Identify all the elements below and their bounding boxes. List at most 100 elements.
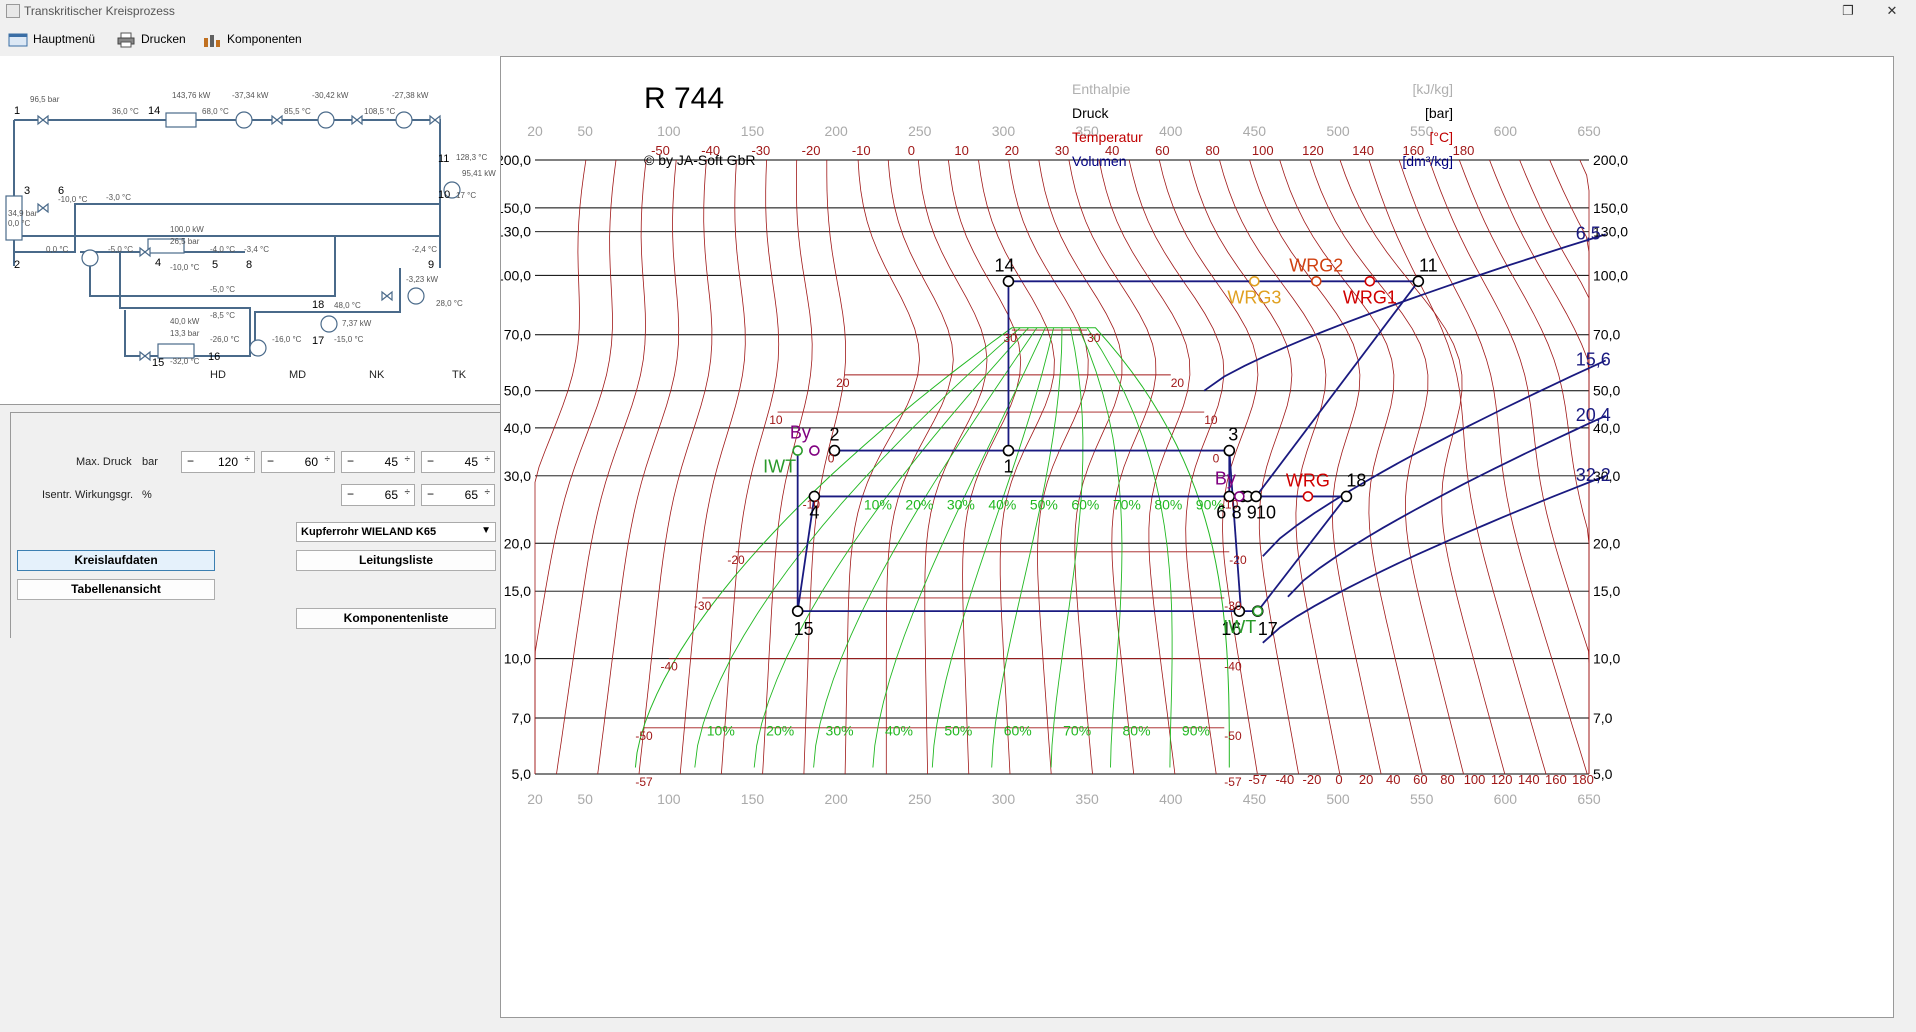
quality-line bbox=[694, 327, 1021, 768]
enthalpy-tick-top: 300 bbox=[992, 123, 1016, 139]
isotherm-label-top: 160 bbox=[1402, 143, 1424, 158]
isotherm-label-inner-right: -40 bbox=[1224, 660, 1242, 674]
node-8: 8 bbox=[246, 259, 252, 271]
isotherm-label-inner-left: 20 bbox=[836, 376, 850, 390]
state-point-3[interactable] bbox=[1223, 444, 1236, 457]
legend-volume: Volumen bbox=[1072, 153, 1126, 169]
label-t18b: 48,0 °C bbox=[334, 301, 361, 310]
state-point-15[interactable] bbox=[791, 605, 804, 617]
isotherm-line bbox=[844, 159, 920, 775]
tk-efficiency-stepper[interactable]: −65÷ bbox=[421, 484, 495, 506]
legend-volume-unit: [dm³/kg] bbox=[1402, 153, 1453, 169]
state-point-16[interactable] bbox=[1233, 605, 1246, 617]
main-menu-button[interactable]: Hauptmenü bbox=[8, 28, 95, 50]
enthalpy-tick-bottom: 300 bbox=[992, 791, 1016, 807]
special-label-wrg1: WRG1 bbox=[1343, 287, 1397, 307]
nk-efficiency-stepper[interactable]: −65÷ bbox=[341, 484, 415, 506]
isotherm-label-top: 10 bbox=[954, 143, 968, 158]
pressure-tick-left: 40,0 bbox=[504, 420, 531, 436]
state-label-11: 11 bbox=[1419, 255, 1438, 275]
quality-label-mid: 70% bbox=[1113, 496, 1141, 512]
state-point-14[interactable] bbox=[1002, 275, 1015, 288]
isotherm-label-bottom: 160 bbox=[1545, 772, 1567, 787]
state-label-17: 17 bbox=[1258, 619, 1278, 639]
special-point-wrg3[interactable] bbox=[1249, 276, 1260, 287]
print-button[interactable]: Drucken bbox=[116, 28, 186, 50]
isotherm-label-bottom: -20 bbox=[1303, 772, 1322, 787]
state-point-11[interactable] bbox=[1412, 275, 1425, 288]
state-point-10[interactable] bbox=[1250, 490, 1262, 503]
md-pressure-stepper[interactable]: −60÷ bbox=[261, 451, 335, 473]
isotherm-line bbox=[978, 159, 1055, 775]
enthalpy-tick-bottom: 350 bbox=[1075, 791, 1099, 807]
components-button[interactable]: Komponenten bbox=[202, 28, 302, 50]
component-list-button[interactable]: Komponentenliste bbox=[296, 608, 496, 629]
pressure-tick-left: 200,0 bbox=[501, 152, 531, 168]
tk-pressure-stepper[interactable]: −45÷ bbox=[421, 451, 495, 473]
enthalpy-tick-bottom: 550 bbox=[1410, 791, 1434, 807]
node-4: 4 bbox=[155, 257, 161, 269]
isotherm-line bbox=[1249, 159, 1382, 775]
pipe-material-select[interactable]: Kupferrohr WIELAND K65▼ bbox=[296, 522, 496, 542]
isotherm-label-top: -20 bbox=[802, 143, 821, 158]
col-tk: TK bbox=[452, 369, 467, 381]
state-point-18[interactable] bbox=[1340, 490, 1353, 503]
state-point-4[interactable] bbox=[808, 490, 821, 503]
isotherm-label-top: -40 bbox=[701, 143, 720, 158]
hd-pressure-stepper[interactable]: −120÷ bbox=[181, 451, 255, 473]
pipe-list-button[interactable]: Leitungsliste bbox=[296, 550, 496, 571]
label-p3: 34,9 bar bbox=[8, 209, 38, 218]
special-label-iwt: IWT bbox=[1223, 617, 1256, 637]
menu-bar: Hauptmenü Drucken Komponenten bbox=[0, 22, 1916, 54]
cycle-line bbox=[1257, 495, 1348, 612]
special-point-wrg1[interactable] bbox=[1364, 276, 1376, 287]
quality-label-mid: 30% bbox=[947, 496, 975, 512]
isotherm-label-inner-right: -30 bbox=[1224, 599, 1242, 613]
quality-line bbox=[753, 327, 1029, 768]
efficiency-label: Isentr. Wirkungsgr. bbox=[42, 489, 134, 501]
app-icon bbox=[6, 4, 20, 18]
isotherm-line bbox=[1128, 159, 1225, 775]
quality-label-mid: 50% bbox=[1030, 496, 1058, 512]
isotherm-line bbox=[885, 159, 954, 774]
isotherm-line bbox=[1428, 159, 1590, 774]
enthalpy-tick-top: 650 bbox=[1577, 123, 1601, 139]
isotherm-label-bottom: 100 bbox=[1464, 772, 1486, 787]
volume-label: 6,5 bbox=[1576, 223, 1601, 243]
special-point-iwt[interactable] bbox=[1252, 605, 1264, 617]
quality-line bbox=[991, 327, 1063, 768]
close-icon[interactable]: ✕ bbox=[1886, 3, 1898, 18]
table-view-button[interactable]: Tabellenansicht bbox=[17, 579, 215, 600]
label-q14b: -37,34 kW bbox=[232, 91, 269, 100]
isotherm-label-inner-left: 0 bbox=[828, 452, 835, 466]
pressure-tick-right: 7,0 bbox=[1593, 710, 1613, 726]
isotherm-line bbox=[679, 159, 746, 775]
special-point-by[interactable] bbox=[1234, 491, 1245, 502]
label-q15: 40,0 kW bbox=[170, 317, 200, 326]
state-label-15: 15 bbox=[794, 619, 814, 639]
node-11: 11 bbox=[438, 153, 449, 165]
state-point-1[interactable] bbox=[1002, 444, 1015, 457]
cycle-data-button[interactable]: Kreislaufdaten bbox=[17, 550, 215, 571]
label-q11a: 128,3 °C bbox=[456, 153, 487, 162]
quality-label-mid: 20% bbox=[905, 496, 933, 512]
hd-pressure-value: 120 bbox=[217, 455, 238, 469]
special-point-wrg[interactable] bbox=[1302, 491, 1314, 502]
quality-label-low: 30% bbox=[826, 723, 854, 739]
left-panel: 1 2 3 4 5 6 8 9 10 11 14 15 16 17 18 96,… bbox=[0, 56, 501, 1032]
state-label-3: 3 bbox=[1228, 425, 1238, 445]
special-point-by[interactable] bbox=[809, 445, 820, 456]
special-point-iwt[interactable] bbox=[792, 445, 803, 456]
label-t9b: 28,0 °C bbox=[436, 299, 463, 308]
restore-icon[interactable]: ❐ bbox=[1842, 3, 1854, 18]
special-label-by: By bbox=[1215, 468, 1236, 488]
enthalpy-tick-top: 150 bbox=[741, 123, 765, 139]
state-point-2[interactable] bbox=[828, 444, 841, 457]
quality-label-low: 50% bbox=[944, 723, 972, 739]
label-q14d: -27,38 kW bbox=[392, 91, 429, 100]
pressure-tick-right: 150,0 bbox=[1593, 200, 1628, 216]
isotherm-label-inner-right: -50 bbox=[1224, 729, 1242, 743]
special-point-wrg2[interactable] bbox=[1310, 276, 1322, 287]
nk-pressure-stepper[interactable]: −45÷ bbox=[341, 451, 415, 473]
